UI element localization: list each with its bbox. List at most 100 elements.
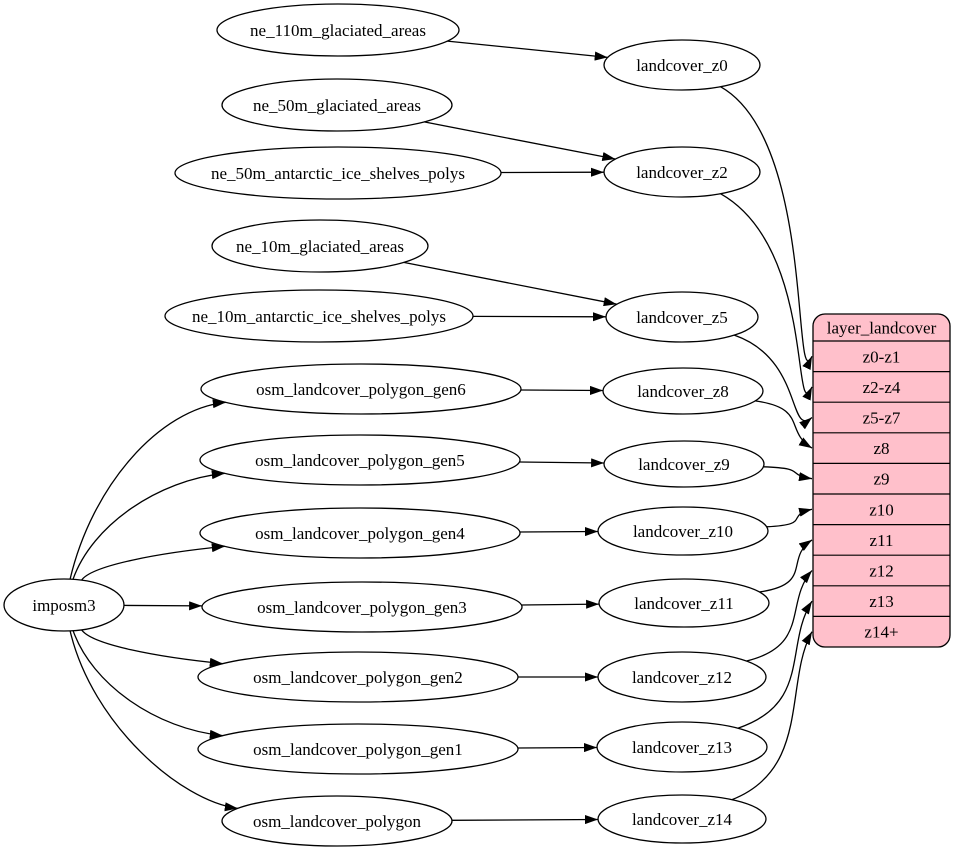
node-shape — [596, 721, 768, 773]
node-landcover_z11: landcover_z11 — [598, 578, 770, 628]
node-osm_landcover_polygon_gen1: osm_landcover_polygon_gen1 — [197, 723, 519, 775]
node-shape — [603, 146, 761, 198]
node-shape — [174, 146, 502, 200]
node-landcover_z5: landcover_z5 — [605, 291, 759, 343]
edge-landcover_z13-to-layer_landcover-z13 — [737, 600, 813, 729]
edge-osm_landcover_polygon_gen6-to-landcover_z8 — [520, 385, 604, 395]
node-label: landcover_z8 — [637, 382, 729, 401]
node-shape — [197, 723, 519, 775]
node-label: ne_50m_glaciated_areas — [253, 96, 421, 115]
node-label: ne_50m_antarctic_ice_shelves_polys — [211, 164, 465, 183]
record-title: layer_landcover — [827, 318, 937, 337]
node-landcover_z12: landcover_z12 — [597, 651, 767, 703]
edge-imposm3-to-osm_landcover_polygon_gen4 — [81, 543, 225, 581]
record-row-z11: z11 — [813, 523, 950, 550]
edge-osm_landcover_polygon_gen1-to-landcover_z13 — [517, 743, 598, 753]
node-shape — [602, 367, 764, 415]
record-row-label: z0-z1 — [863, 347, 901, 366]
node-shape — [605, 291, 759, 343]
node-shape — [216, 3, 460, 57]
nodes-layer: imposm3 ne_110m_glaciated_areas ne_50m_gla… — [3, 3, 951, 847]
node-landcover_z2: landcover_z2 — [603, 146, 761, 198]
record-row-label: z9 — [873, 470, 889, 489]
node-ne_50m_antarctic_ice_shelves_polys: ne_50m_antarctic_ice_shelves_polys — [174, 146, 502, 200]
record-row-label: z2-z4 — [863, 378, 901, 397]
node-label: osm_landcover_polygon_gen5 — [255, 451, 465, 470]
node-landcover_z9: landcover_z9 — [603, 440, 765, 488]
edge-osm_landcover_polygon_gen3-to-landcover_z11 — [521, 599, 600, 609]
node-ne_10m_antarctic_ice_shelves_polys: ne_10m_antarctic_ice_shelves_polys — [164, 289, 474, 343]
node-imposm3: imposm3 — [3, 578, 125, 632]
node-shape — [597, 794, 767, 844]
record-row-label: z5-z7 — [863, 408, 901, 427]
edge-landcover_z5-to-layer_landcover-z5-z7 — [734, 334, 813, 430]
record-row-label: z14+ — [864, 623, 898, 642]
edge-landcover_z2-to-layer_landcover-z2-z4 — [720, 193, 813, 401]
node-osm_landcover_polygon_gen4: osm_landcover_polygon_gen4 — [199, 507, 521, 559]
edge-osm_landcover_polygon_gen5-to-landcover_z9 — [519, 458, 605, 468]
record-row-label: z10 — [869, 500, 894, 519]
record-row-label: z11 — [870, 531, 894, 550]
node-label: osm_landcover_polygon_gen6 — [256, 380, 466, 399]
record-row-z5-z7: z5-z7 — [813, 401, 950, 427]
record-row-z10: z10 — [813, 493, 950, 519]
node-label: imposm3 — [32, 596, 95, 615]
node-label: landcover_z10 — [633, 522, 733, 541]
edge-landcover_z12-to-layer_landcover-z12 — [746, 570, 813, 662]
node-label: landcover_z2 — [636, 163, 728, 182]
record-row-z13: z13 — [813, 585, 950, 611]
node-shape — [603, 39, 761, 91]
record-row-label: z13 — [869, 592, 894, 611]
node-label: osm_landcover_polygon_gen2 — [253, 668, 463, 687]
node-label: ne_110m_glaciated_areas — [250, 21, 426, 40]
edge-imposm3-to-osm_landcover_polygon — [69, 630, 238, 812]
edge-osm_landcover_polygon_gen4-to-landcover_z10 — [519, 527, 599, 537]
node-shape — [221, 795, 453, 847]
edge-landcover_z11-to-layer_landcover-z11 — [759, 539, 813, 593]
edge-ne_10m_glaciated_areas-to-landcover_z5 — [403, 261, 617, 307]
edge-landcover_z9-to-layer_landcover-z9 — [763, 466, 813, 482]
node-landcover_z13: landcover_z13 — [596, 721, 768, 773]
node-label: osm_landcover_polygon_gen3 — [257, 598, 467, 617]
node-ne_50m_glaciated_areas: ne_50m_glaciated_areas — [221, 78, 453, 132]
edges-layer — [69, 40, 813, 825]
edge-imposm3-to-osm_landcover_polygon_gen2 — [81, 629, 223, 667]
record-row-label: z12 — [869, 561, 894, 580]
record-row-z12: z12 — [813, 554, 950, 580]
edge-imposm3-to-osm_landcover_polygon_gen3 — [123, 601, 203, 611]
node-label: landcover_z9 — [638, 455, 730, 474]
node-ne_10m_glaciated_areas: ne_10m_glaciated_areas — [211, 219, 429, 273]
node-landcover_z8: landcover_z8 — [602, 367, 764, 415]
node-shape — [164, 289, 474, 343]
node-landcover_z14: landcover_z14 — [597, 794, 767, 844]
node-ne_110m_glaciated_areas: ne_110m_glaciated_areas — [216, 3, 460, 57]
record-row-z14+: z14+ — [813, 615, 950, 642]
node-shape — [3, 578, 125, 632]
node-shape — [221, 78, 453, 132]
node-osm_landcover_polygon: osm_landcover_polygon — [221, 795, 453, 847]
edge-imposm3-to-osm_landcover_polygon_gen6 — [69, 399, 226, 580]
node-label: landcover_z5 — [636, 308, 728, 327]
node-osm_landcover_polygon_gen6: osm_landcover_polygon_gen6 — [200, 363, 522, 415]
node-label: landcover_z13 — [632, 738, 732, 757]
node-label: osm_landcover_polygon_gen1 — [253, 740, 463, 759]
node-label: landcover_z11 — [634, 594, 733, 613]
edge-ne_110m_glaciated_areas-to-landcover_z0 — [447, 40, 608, 61]
node-landcover_z10: landcover_z10 — [597, 506, 769, 556]
edge-imposm3-to-osm_landcover_polygon_gen5 — [72, 470, 225, 580]
node-label: landcover_z0 — [636, 56, 728, 75]
node-shape — [597, 506, 769, 556]
edge-landcover_z10-to-layer_landcover-z10 — [766, 507, 813, 528]
node-landcover_z0: landcover_z0 — [603, 39, 761, 91]
record-row-z8: z8 — [813, 432, 950, 458]
node-label: ne_10m_antarctic_ice_shelves_polys — [192, 307, 446, 326]
node-osm_landcover_polygon_gen2: osm_landcover_polygon_gen2 — [197, 651, 519, 703]
node-label: osm_landcover_polygon — [253, 812, 422, 831]
record-row-z2-z4: z2-z4 — [813, 371, 950, 397]
edge-landcover_z14-to-layer_landcover-z14+ — [731, 631, 813, 801]
record-row-z9: z9 — [813, 462, 950, 489]
node-shape — [199, 507, 521, 559]
node-osm_landcover_polygon_gen3: osm_landcover_polygon_gen3 — [201, 581, 523, 633]
